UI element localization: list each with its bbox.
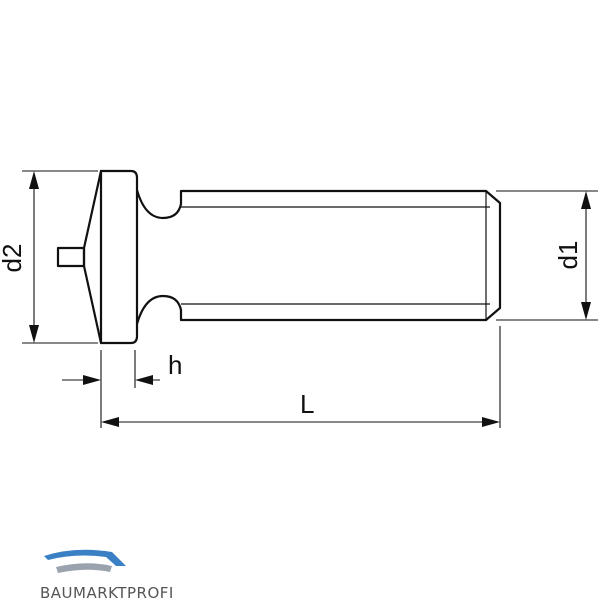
- logo-roof-icon: [44, 549, 126, 566]
- centering-pin: [56, 246, 86, 268]
- bolt-head-rim: [99, 169, 139, 345]
- h-arrow-left: [83, 375, 101, 385]
- bolt-head-cone: [82, 169, 103, 345]
- L-arrow-left: [101, 417, 119, 427]
- logo-text: BAUMARKTPROFI: [40, 584, 174, 600]
- h-arrow-right: [135, 375, 153, 385]
- bolt-neck-lower: [135, 294, 183, 326]
- d1-arrow-bottom: [581, 302, 591, 320]
- baumarktprofi-logo: BAUMARKTPROFI: [40, 549, 174, 600]
- L-label: L: [300, 389, 314, 419]
- d2-arrow-bottom: [29, 325, 39, 343]
- logo-swoosh-icon: [56, 563, 112, 573]
- d1-arrow-top: [581, 191, 591, 209]
- d2-arrow-top: [29, 171, 39, 189]
- d2-label: d2: [0, 244, 27, 273]
- d1-label: d1: [553, 241, 583, 270]
- h-label: h: [168, 350, 182, 380]
- threaded-shank: [179, 189, 502, 322]
- L-arrow-right: [482, 417, 500, 427]
- bolt-neck: [135, 188, 183, 220]
